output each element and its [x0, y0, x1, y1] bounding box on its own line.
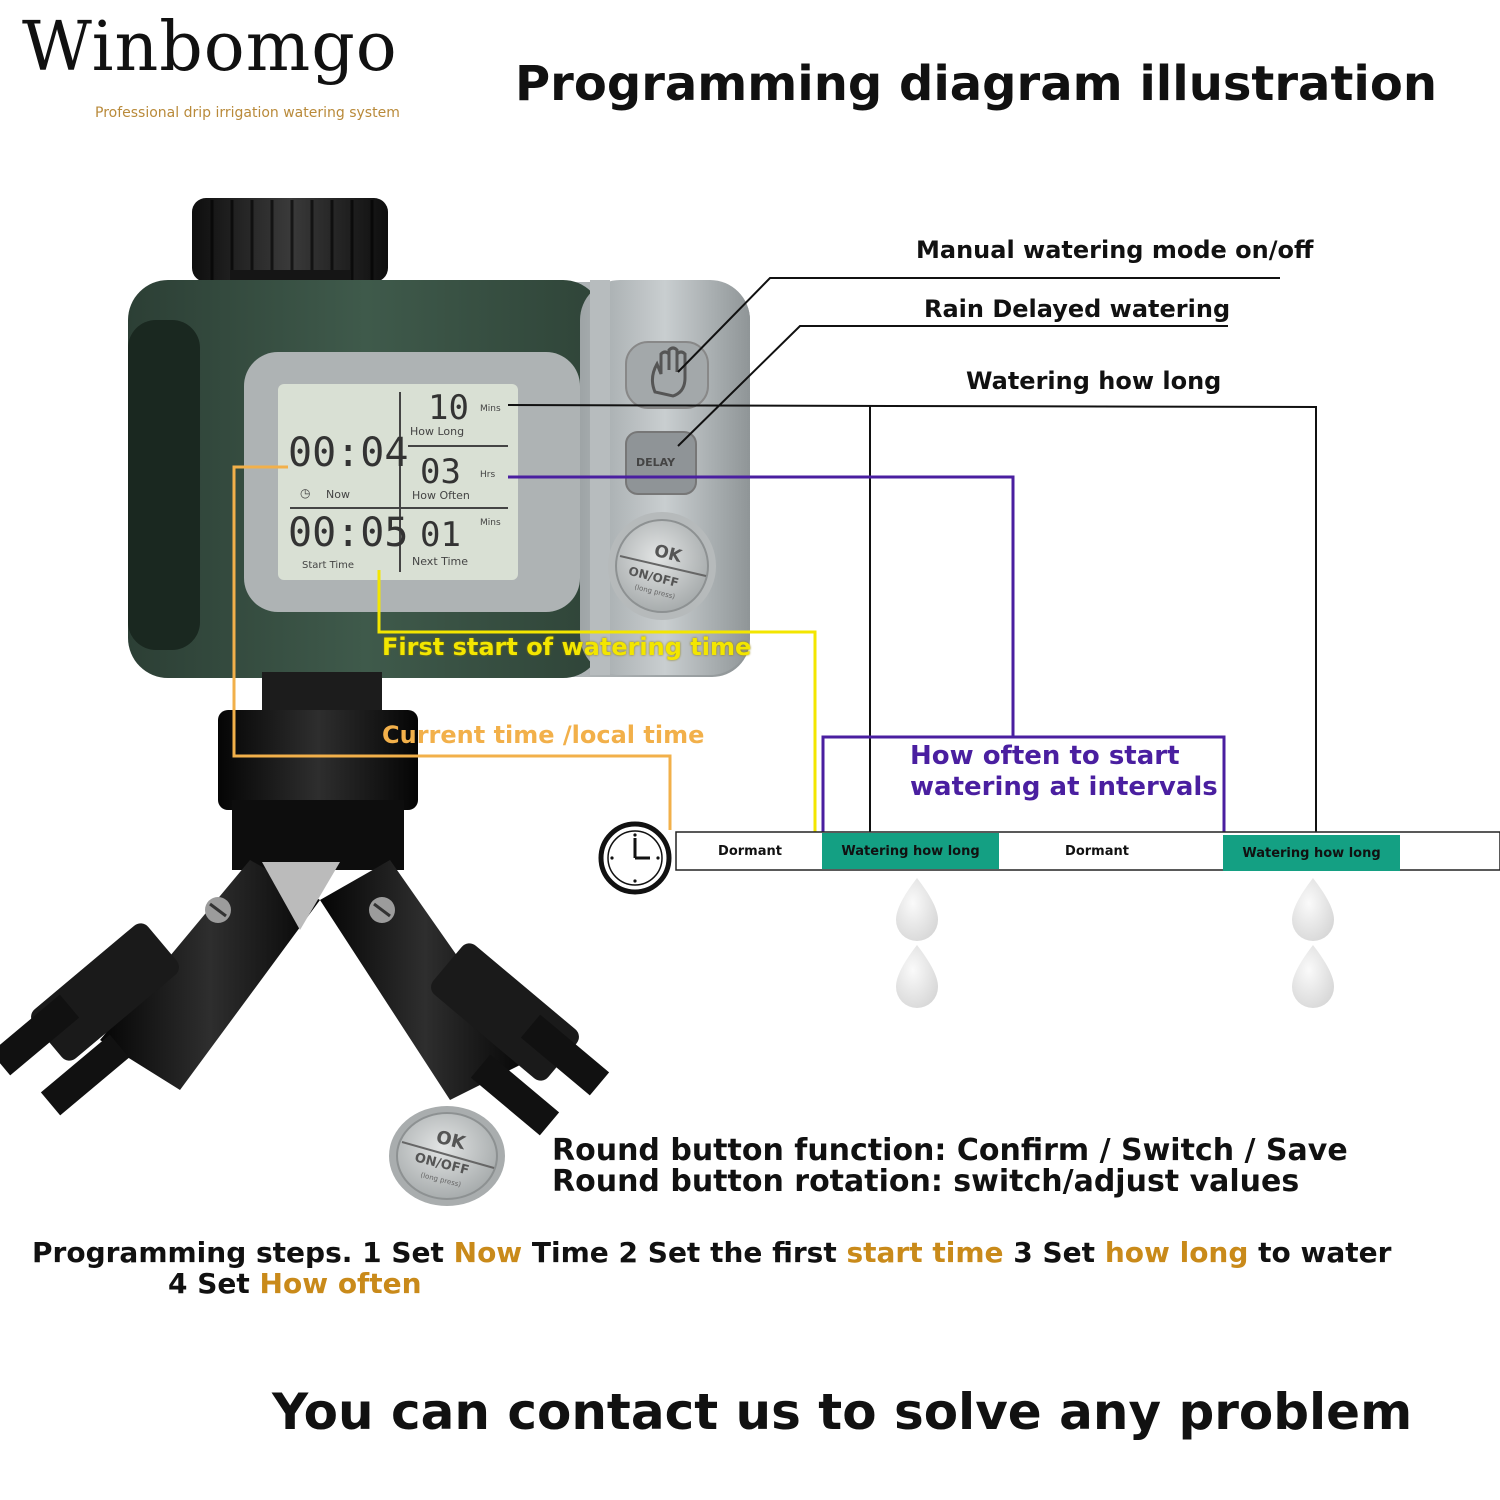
lcd-how-often-value: 03 [420, 452, 461, 492]
contact-message: You can contact us to solve any problem [272, 1383, 1413, 1441]
water-drop-icon [896, 945, 938, 1008]
water-drop-icon [1292, 945, 1334, 1008]
callout-interval-line1: How often to start [910, 741, 1180, 771]
callout-first-start: First start of watering time [382, 633, 752, 661]
callout-interval: How often to start watering at intervals [910, 741, 1218, 803]
lcd-next-unit: Mins [480, 518, 501, 528]
water-drop-icon [1292, 878, 1334, 941]
lcd-how-often-label: How Often [412, 489, 470, 502]
steps-highlight-how-long: how long [1104, 1236, 1249, 1269]
brand-tagline: Professional drip irrigation watering sy… [95, 105, 400, 121]
steps-highlight-start-time: start time [846, 1236, 1004, 1269]
lcd-how-often-unit: Hrs [480, 470, 496, 480]
ok-button-image [389, 1106, 505, 1206]
y-splitter [0, 672, 610, 1136]
water-drop-icons [896, 878, 1334, 1008]
function-line-2: Round button rotation: switch/adjust val… [552, 1164, 1300, 1199]
timeline-segment-dormant: Dormant [678, 833, 822, 869]
delay-label: DELAY [636, 456, 676, 469]
lcd-now-value: 00:04 [288, 430, 409, 476]
ok-dial[interactable] [608, 512, 716, 620]
clock-small-icon: ◷ [300, 486, 311, 500]
steps-text: Time 2 Set the first [522, 1236, 847, 1269]
function-line-1: Round button function: Confirm / Switch … [552, 1133, 1348, 1168]
timeline-segment-watering: Watering how long [822, 833, 999, 869]
brand-logo: Winbomgo [22, 8, 398, 87]
timeline-segment-dormant: Dormant [999, 833, 1195, 869]
lcd-next-label: Next Time [412, 555, 469, 568]
steps-highlight-how-often: How often [259, 1267, 422, 1300]
lcd-next-value: 01 [420, 515, 461, 555]
water-drop-icon [896, 878, 938, 941]
clock-icon [598, 821, 672, 895]
timeline-segment-watering: Watering how long [1223, 835, 1400, 871]
manual-button[interactable] [625, 341, 709, 409]
steps-highlight-now: Now [453, 1236, 523, 1269]
steps-text: Programming steps. 1 Set [32, 1236, 454, 1269]
programming-steps-line-2: 4 Set How often [168, 1267, 422, 1300]
inlet-knob [192, 198, 388, 294]
lcd-how-long-value: 10 [428, 388, 469, 428]
lcd-now-label: Now [326, 488, 350, 501]
lcd-frame [244, 352, 580, 612]
programming-steps-line-1: Programming steps. 1 Set Now Time 2 Set … [32, 1236, 1391, 1269]
steps-text: 3 Set [1003, 1236, 1105, 1269]
callout-interval-line2: watering at intervals [910, 772, 1218, 802]
callout-how-long: Watering how long [966, 367, 1222, 395]
callout-manual-mode: Manual watering mode on/off [916, 236, 1314, 264]
lcd-start-label: Start Time [302, 560, 355, 571]
steps-text: 4 Set [168, 1267, 260, 1300]
page-title: Programming diagram illustration [515, 56, 1437, 112]
lcd-how-long-unit: Mins [480, 404, 501, 414]
lcd-start-value: 00:05 [288, 510, 409, 556]
hand-icon [650, 346, 687, 398]
lcd-how-long-label: How Long [410, 425, 465, 438]
steps-text: to water [1248, 1236, 1392, 1269]
callout-current-time: Current time /local time [382, 721, 705, 749]
callout-rain-delay: Rain Delayed watering [924, 295, 1231, 323]
connector-lines [232, 277, 1317, 836]
